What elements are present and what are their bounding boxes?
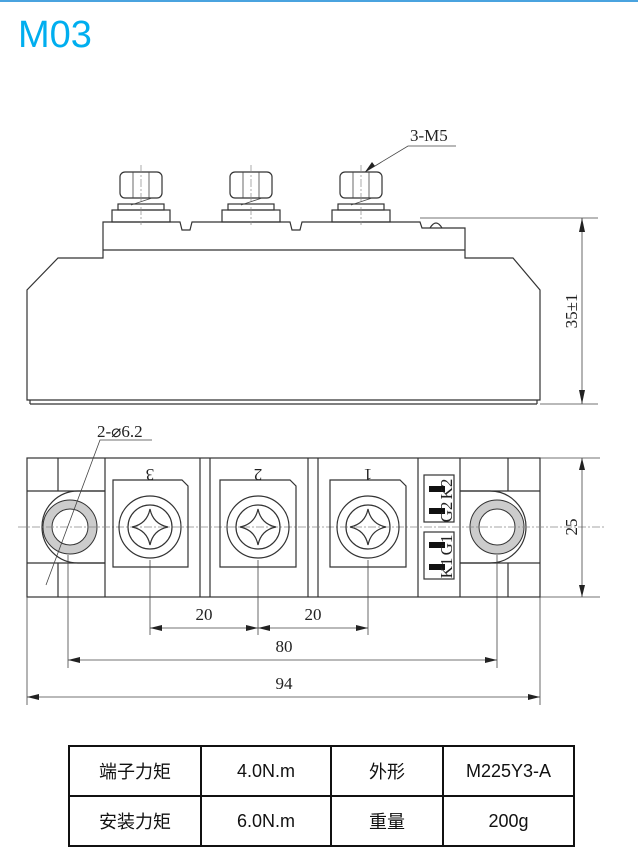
spec-label: 外形 <box>330 745 444 797</box>
terminal-1: 1 <box>329 465 407 568</box>
terminal-3: 3 <box>112 465 189 568</box>
terminal-label-3: 3 <box>146 465 155 484</box>
hole-label: 2-⌀6.2 <box>97 422 143 441</box>
spec-value: 6.0N.m <box>200 795 332 847</box>
nut-3 <box>331 165 391 225</box>
spec-value: M225Y3-A <box>442 745 575 797</box>
terminal-label-1: 1 <box>364 465 373 484</box>
pin-label-g2: G2 <box>437 502 456 523</box>
table-row: 端子力矩 4.0N.m 外形 M225Y3-A <box>68 745 575 797</box>
pin-label-k2: K2 <box>437 479 456 500</box>
control-pins: K2 G2 G1 K1 <box>423 474 456 580</box>
pitch-label-1: 20 <box>196 605 213 624</box>
top-view: 3 2 1 K2 G2 G1 K1 2-⌀6.2 25 20 20 80 94 <box>18 422 605 705</box>
terminal-label-2: 2 <box>254 465 263 484</box>
pitch-label-2: 20 <box>305 605 322 624</box>
spec-table: 端子力矩 4.0N.m 外形 M225Y3-A 安装力矩 6.0N.m 重量 2… <box>68 745 575 847</box>
spec-label: 重量 <box>330 795 444 847</box>
spec-value: 4.0N.m <box>200 745 332 797</box>
hole-span-label: 80 <box>276 637 293 656</box>
thread-label: 3-M5 <box>410 126 448 145</box>
pin-label-k1: K1 <box>437 558 456 579</box>
header-rule <box>0 0 638 2</box>
length-label: 94 <box>276 674 294 693</box>
table-row: 安装力矩 6.0N.m 重量 200g <box>68 795 575 847</box>
height-label: 35±1 <box>562 294 581 329</box>
model-title: M03 <box>18 14 92 56</box>
terminal-2: 2 <box>219 465 297 568</box>
spec-value: 200g <box>442 795 575 847</box>
outline-drawing: 3-M5 35±1 3 2 1 K2 G2 G1 K1 2-⌀6.2 25 20… <box>18 126 605 705</box>
spec-label: 端子力矩 <box>68 745 202 797</box>
pin-label-g1: G1 <box>437 535 456 556</box>
nut-1 <box>111 165 171 225</box>
side-view: 3-M5 35±1 <box>26 126 598 405</box>
nut-2 <box>221 165 281 225</box>
spec-label: 安装力矩 <box>68 795 202 847</box>
width-label: 25 <box>562 519 581 536</box>
